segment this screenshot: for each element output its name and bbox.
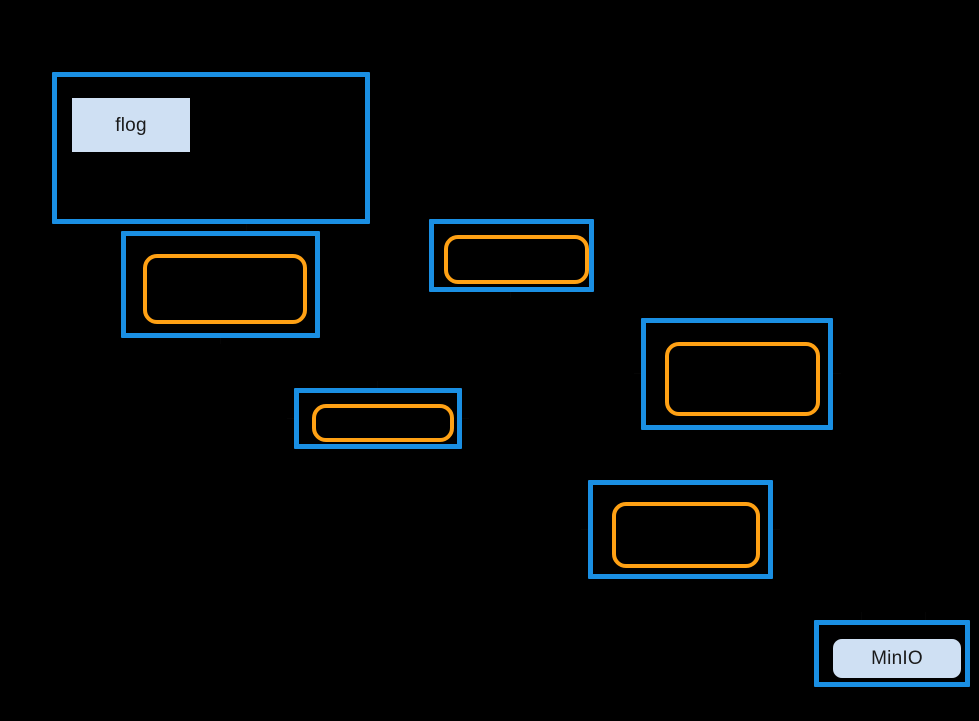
connector-group-5-stub-right [461,418,469,419]
connector-minio-stub-top-left [861,612,862,621]
group-6[interactable] [588,480,773,579]
group-4[interactable] [641,318,833,430]
connector-group-4-stub-left [634,373,642,374]
connector-group-3-stub-bottom [510,291,511,298]
connector-group-6-stub-left [581,529,589,530]
group-6-node[interactable] [612,502,760,568]
connector-minio-stub-top-right [925,612,926,621]
connector-group-5-stub-left [287,418,295,419]
connector-group-6-stub-right [772,529,780,530]
group-2[interactable] [121,231,320,338]
group-5[interactable] [294,388,462,449]
connector-group-2-stub-bottom [220,337,221,344]
connector-group-5-stub-top [377,381,378,389]
group-2-node[interactable] [143,254,307,324]
group-3-node[interactable] [444,235,589,284]
minio-group[interactable]: MinIO [814,620,970,687]
minio-group-label[interactable]: MinIO [833,639,961,678]
group-5-node[interactable] [312,404,454,442]
flog-group[interactable]: flog [52,72,370,224]
group-3[interactable] [429,219,594,292]
flog-group-label[interactable]: flog [72,98,190,152]
connector-flog-to-group-2 [246,223,247,232]
group-4-node[interactable] [665,342,820,416]
connector-group-4-stub-right [833,373,841,374]
